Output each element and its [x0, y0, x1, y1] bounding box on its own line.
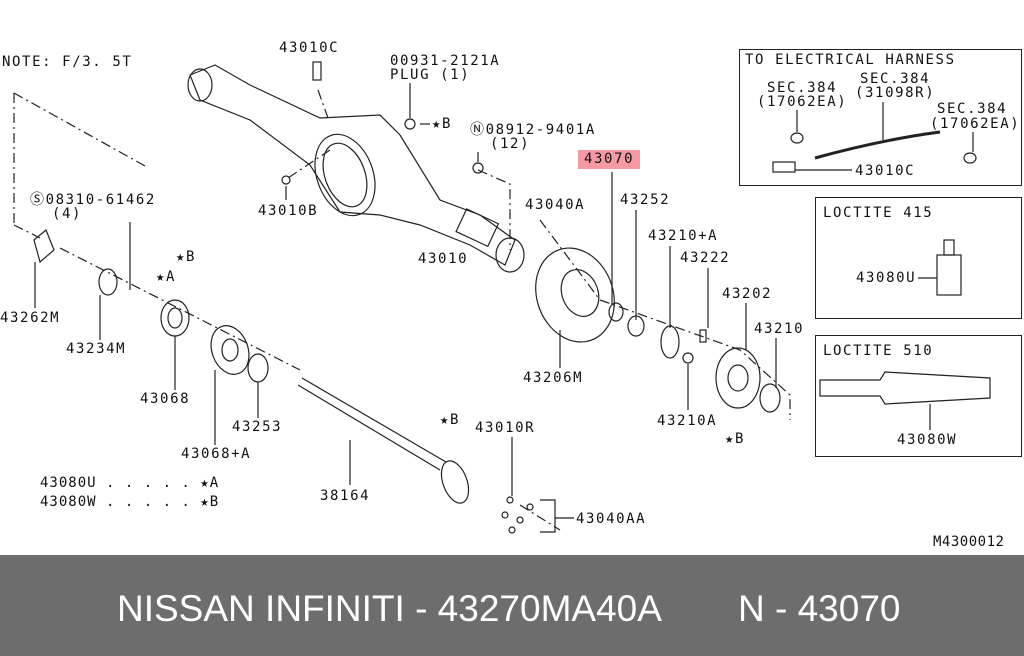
legend-43080W: 43080W . . . . . ★B	[40, 494, 220, 510]
label-43068: 43068	[140, 391, 191, 407]
loctite-510-title: LOCTITE 510	[823, 343, 934, 359]
label-star-b: ★B	[725, 431, 746, 447]
label-43040AA: 43040AA	[576, 511, 647, 527]
label-43068-plus-a: 43068+A	[181, 446, 252, 462]
label-43210: 43210	[754, 321, 805, 337]
harness-box-title: TO ELECTRICAL HARNESS	[745, 52, 956, 68]
label-43253: 43253	[232, 419, 283, 435]
label-nut-qty: (12)	[490, 136, 531, 152]
sec-mid-code: (31098R)	[855, 85, 936, 101]
footer-title: NISSAN INFINITI - 43270MA40A	[117, 588, 662, 629]
label-nut-part: Ⓝ08912-9401A	[470, 122, 596, 138]
label-plug-part: 00931-2121A	[390, 53, 501, 69]
label-43070-highlighted[interactable]: 43070	[578, 150, 641, 169]
label-bolt-part: Ⓢ08310-61462	[30, 192, 156, 208]
label-38164: 38164	[320, 488, 371, 504]
label-43202: 43202	[722, 286, 773, 302]
loctite-510-box	[815, 335, 1022, 457]
sec-right: SEC.384	[937, 101, 1008, 117]
harness-part: 43010C	[855, 163, 916, 179]
legend-43080U: 43080U . . . . . ★A	[40, 475, 220, 491]
label-43210-plus-a: 43210+A	[648, 228, 719, 244]
label-43010: 43010	[418, 251, 469, 267]
footer-part-ref: N - 43070	[738, 588, 901, 629]
axle-housing	[187, 64, 525, 273]
label-43206M: 43206M	[523, 370, 584, 386]
label-43222: 43222	[680, 250, 731, 266]
footer-banner	[0, 555, 1024, 656]
loctite-415-part: 43080U	[856, 270, 917, 286]
note-text: NOTE: F/3. 5T	[2, 54, 133, 70]
label-43252: 43252	[620, 192, 671, 208]
exploded-parts-drawing	[13, 61, 991, 534]
label-bolt-qty: (4)	[52, 206, 83, 222]
sec-left: SEC.384	[767, 80, 838, 96]
label-43010C: 43010C	[279, 40, 340, 56]
label-43210A: 43210A	[657, 413, 718, 429]
sec-right-code: (17062EA)	[930, 116, 1021, 132]
harness-box	[739, 49, 1022, 186]
loctite-415-title: LOCTITE 415	[823, 205, 934, 221]
label-plug-desc: PLUG (1)	[390, 67, 471, 83]
diagram-code: M4300012	[933, 534, 1005, 550]
label-star-a: ★A	[156, 269, 177, 285]
label-43010R: 43010R	[475, 420, 536, 436]
label-43040A: 43040A	[525, 197, 586, 213]
sec-left-code: (17062EA)	[757, 94, 848, 110]
sec-mid: SEC.384	[860, 71, 931, 87]
loctite-415-box	[815, 197, 1022, 319]
loctite-510-part: 43080W	[897, 432, 958, 448]
label-star-b: ★B	[440, 412, 461, 428]
label-star-b: ★B	[176, 249, 197, 265]
label-43234M: 43234M	[66, 341, 127, 357]
label-star-b: ★B	[432, 116, 453, 132]
label-43262M: 43262M	[0, 310, 61, 326]
label-43010B: 43010B	[258, 203, 319, 219]
